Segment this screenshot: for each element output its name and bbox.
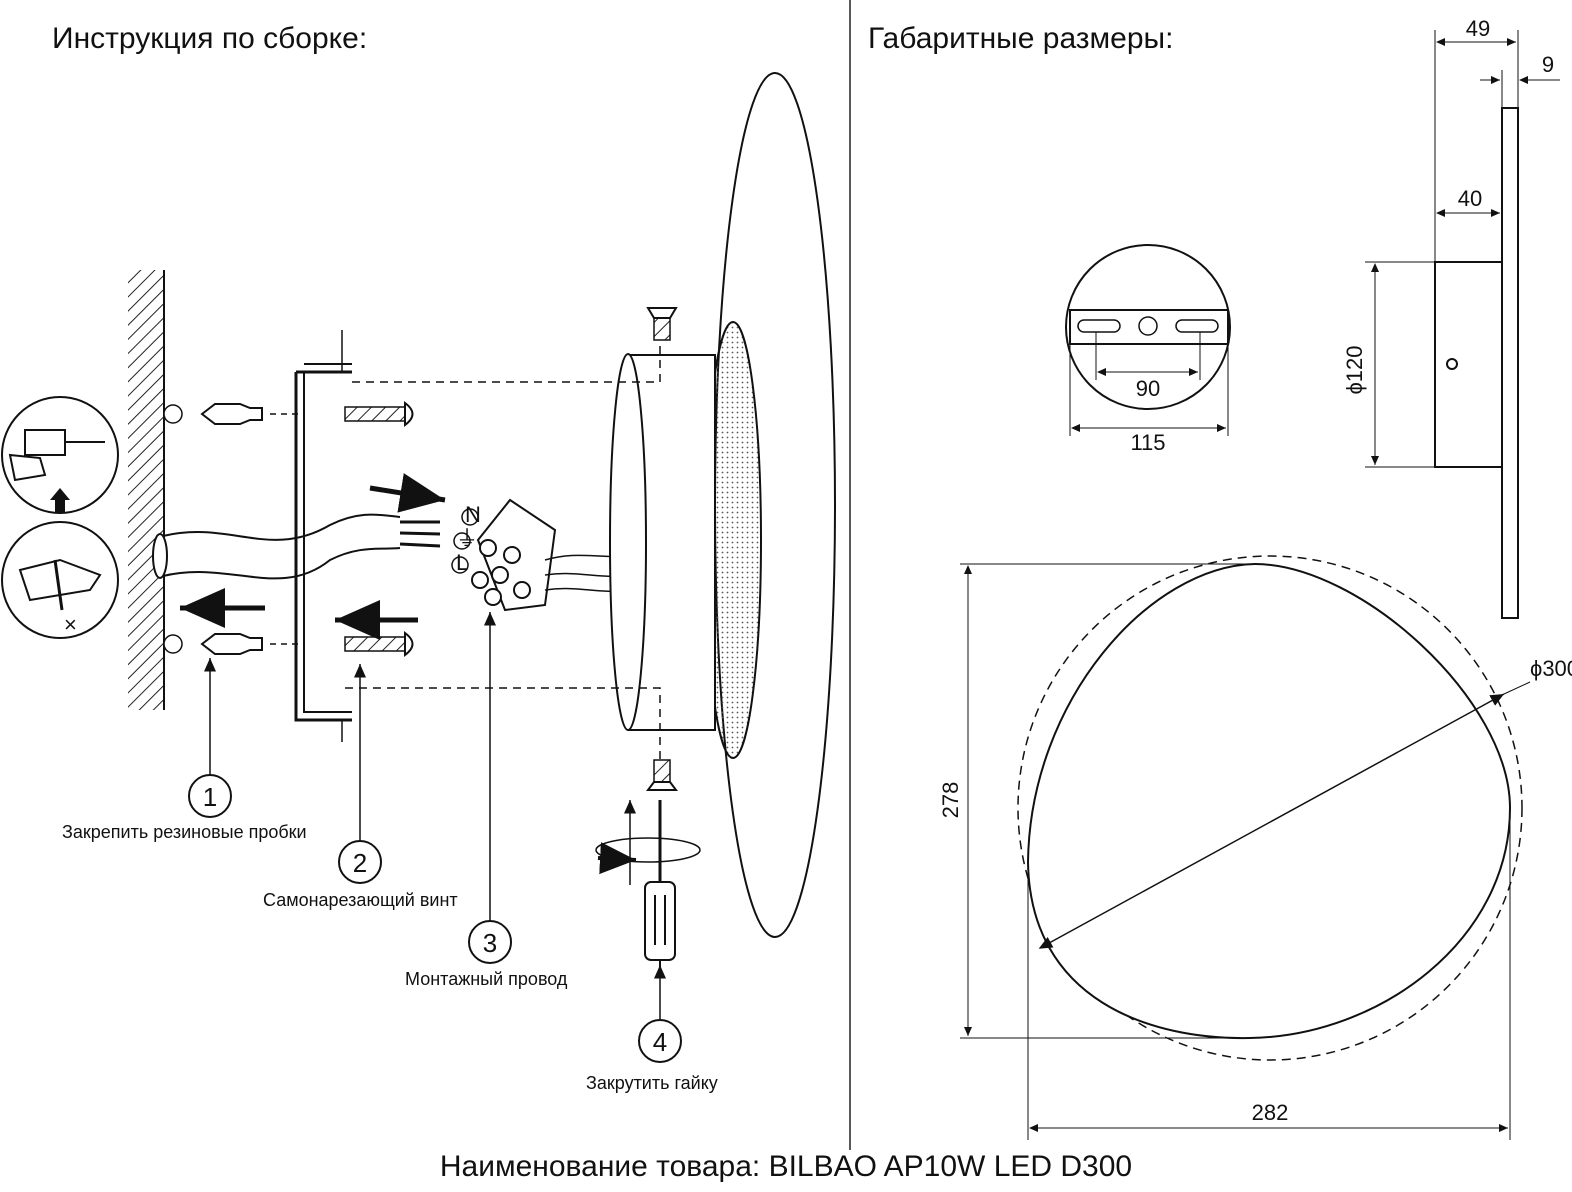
svg-text:282: 282 xyxy=(1252,1100,1289,1125)
step-2-caption: Самонарезающий винт xyxy=(263,890,458,910)
svg-text:49: 49 xyxy=(1466,16,1490,41)
dowel-icon xyxy=(200,403,263,655)
svg-text:×: × xyxy=(64,612,77,637)
insert-wire-arrow xyxy=(369,473,446,513)
svg-text:4: 4 xyxy=(653,1027,667,1057)
svg-text:ϕ300: ϕ300 xyxy=(1530,656,1572,681)
dim-90: 90 xyxy=(1095,332,1201,401)
step-3-number: 3 xyxy=(468,920,512,964)
wall-icon xyxy=(128,270,165,710)
svg-text:1: 1 xyxy=(203,782,217,812)
dimensions-heading: Габаритные размеры: xyxy=(868,22,1174,55)
svg-text:40: 40 xyxy=(1458,186,1482,211)
lamp-body xyxy=(609,72,836,938)
product-name: Наименование товара: BILBAO AP10W LED D3… xyxy=(439,1150,1133,1183)
drill-icon xyxy=(1,396,119,514)
step-4-number: 4 xyxy=(638,1019,682,1063)
svg-text:9: 9 xyxy=(1542,52,1554,77)
mains-cable xyxy=(152,513,441,580)
dim-49: 49 xyxy=(1434,16,1519,262)
step-3-caption: Монтажный провод xyxy=(405,969,568,989)
svg-text:278: 278 xyxy=(938,782,963,819)
diagram-canvas: × N ⏚ L xyxy=(1,0,1572,1150)
terminal-label-ground: ⏚ xyxy=(456,526,478,551)
step-1-number: 1 xyxy=(188,774,232,818)
dim-120: ϕ120 xyxy=(1342,261,1435,468)
dim-282: 282 xyxy=(1027,808,1511,1140)
front-view: ϕ300 xyxy=(1017,555,1572,1061)
no-pencil-icon: × xyxy=(1,521,119,639)
dim-40: 40 xyxy=(1436,186,1500,217)
svg-text:2: 2 xyxy=(353,848,367,878)
terminal-block-icon xyxy=(471,498,557,612)
screwdriver-icon xyxy=(644,800,676,975)
fixing-screw-bottom xyxy=(646,759,678,791)
step-4-caption: Закрутить гайку xyxy=(586,1073,718,1093)
dim-278: 278 xyxy=(938,563,1250,1039)
step-1-caption: Закрепить резиновые пробки xyxy=(62,822,307,842)
terminal-labels: N ⏚ L xyxy=(451,502,481,575)
terminal-label-n: N xyxy=(465,502,481,527)
terminal-label-l: L xyxy=(456,550,468,575)
side-view xyxy=(1434,107,1519,619)
dim-9: 9 xyxy=(1480,52,1560,108)
step-2-number: 2 xyxy=(338,840,382,884)
assembly-heading: Инструкция по сборке: xyxy=(52,22,368,55)
wall-hole-top xyxy=(163,404,183,424)
svg-text:ϕ120: ϕ120 xyxy=(1342,345,1367,394)
screw-icon xyxy=(344,401,414,657)
dim-115: 115 xyxy=(1069,344,1229,455)
svg-text:90: 90 xyxy=(1136,376,1160,401)
rotation-arrow-icon xyxy=(595,800,701,885)
fixing-screw-top xyxy=(646,307,678,341)
svg-text:3: 3 xyxy=(483,928,497,958)
mounting-bracket xyxy=(294,330,352,742)
wall-hole-bottom xyxy=(163,634,183,654)
svg-text:115: 115 xyxy=(1130,430,1165,455)
